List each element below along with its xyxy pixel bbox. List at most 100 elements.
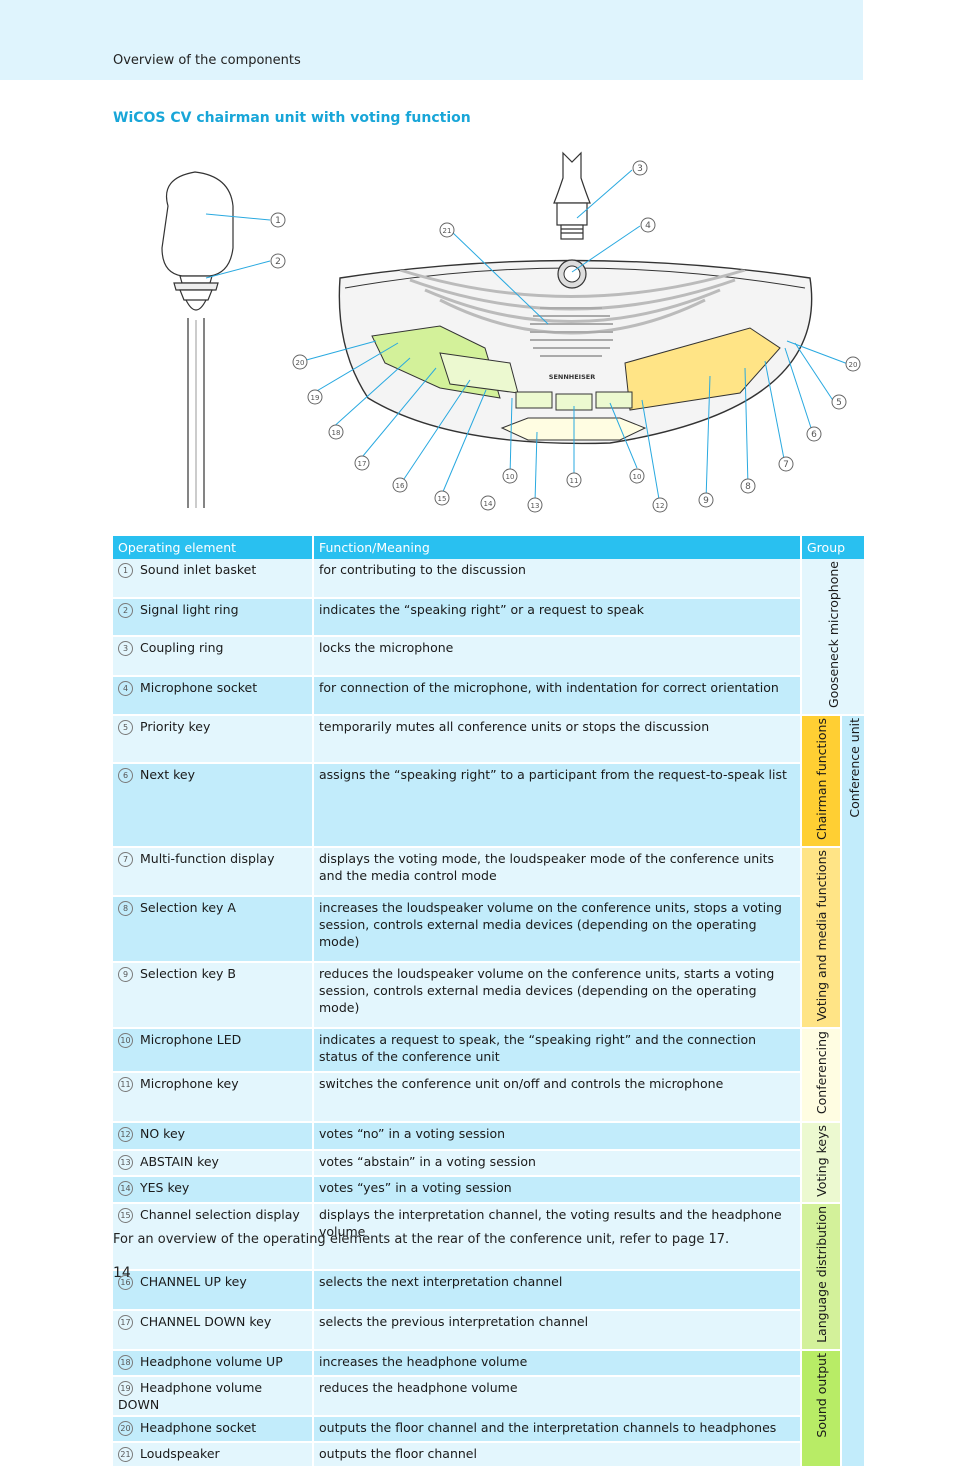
svg-text:9: 9	[703, 496, 709, 506]
item-number: 9	[118, 967, 133, 983]
callout-10a: 10	[502, 468, 518, 484]
item-number: 14	[118, 1181, 133, 1197]
svg-text:16: 16	[396, 482, 405, 490]
callout-numbers: 1 2 3 4 5 6 7 8 9 10 10 11 12 13 14 15 1…	[270, 160, 861, 513]
element-function: reduces the headphone volume	[313, 1376, 802, 1418]
gooseneck-microphone-drawing	[161, 171, 234, 508]
group-voting-keys: Voting keys	[801, 1121, 842, 1205]
item-number: 6	[118, 767, 133, 783]
svg-text:21: 21	[443, 227, 452, 235]
callout-3: 3	[632, 160, 648, 176]
callout-21: 21	[439, 222, 455, 238]
item-number: 18	[118, 1355, 133, 1371]
callout-20b: 20	[845, 356, 861, 372]
chairman-unit-drawing: SENNHEISER 1 2 3 4 5 6 7 8 9 10	[161, 151, 861, 513]
callout-19: 19	[307, 389, 323, 405]
svg-text:1: 1	[275, 216, 281, 226]
group-voting-and-media-functions: Voting and media functions	[801, 847, 842, 1030]
callout-13: 13	[527, 497, 543, 513]
callout-4: 4	[640, 217, 656, 233]
svg-text:4: 4	[645, 221, 651, 231]
element-name: ABSTAIN key	[140, 1153, 219, 1169]
callout-9: 9	[698, 492, 714, 508]
element-function: increases the headphone volume	[313, 1350, 802, 1378]
table-header-row: Operating element Function/Meaning Group	[113, 536, 866, 559]
header-operating-element: Operating element	[113, 536, 314, 559]
callout-10b: 10	[629, 468, 645, 484]
callout-1: 1	[270, 212, 286, 228]
element-name: Signal light ring	[140, 601, 239, 617]
item-number: 4	[118, 681, 133, 697]
element-name: Loudspeaker	[140, 1446, 220, 1462]
running-header: Overview of the components	[113, 53, 301, 68]
element-function: outputs the floor channel	[313, 1442, 802, 1468]
callout-18: 18	[328, 424, 344, 440]
element-function: selects the previous interpretation chan…	[313, 1310, 802, 1352]
element-function: indicates the “speaking right” or a requ…	[313, 597, 802, 638]
svg-text:10: 10	[506, 473, 515, 481]
callout-8: 8	[740, 478, 756, 494]
callout-11: 11	[566, 472, 582, 488]
svg-text:11: 11	[570, 477, 579, 485]
element-name: NO key	[140, 1125, 186, 1141]
svg-text:8: 8	[745, 482, 751, 492]
svg-text:14: 14	[484, 500, 493, 508]
element-function: for contributing to the discussion	[313, 559, 802, 599]
element-function: votes “abstain” in a voting session	[313, 1149, 802, 1178]
svg-text:17: 17	[358, 460, 367, 468]
element-function: votes “yes” in a voting session	[313, 1176, 802, 1205]
callout-20a: 20	[292, 354, 308, 370]
item-number: 3	[118, 641, 133, 657]
element-function: indicates a request to speak, the “speak…	[313, 1028, 802, 1073]
item-number: 11	[118, 1076, 133, 1092]
svg-text:3: 3	[637, 164, 643, 174]
element-function: selects the next interpretation channel	[313, 1270, 802, 1312]
page-number: 14	[113, 1265, 131, 1281]
callout-15: 15	[434, 490, 450, 506]
svg-text:6: 6	[811, 430, 817, 440]
element-function: outputs the floor channel and the interp…	[313, 1416, 802, 1444]
svg-text:5: 5	[836, 398, 842, 408]
svg-text:19: 19	[311, 394, 320, 402]
operating-elements-table: Operating element Function/Meaning Group…	[113, 536, 866, 1468]
svg-text:7: 7	[783, 460, 789, 470]
group-language-distribution: Language distribution	[801, 1203, 842, 1352]
callout-2: 2	[270, 253, 286, 269]
callout-14: 14	[480, 495, 496, 511]
callout-12: 12	[652, 497, 668, 513]
leader-lines	[205, 169, 849, 506]
element-name: Headphone volume DOWN	[118, 1380, 263, 1413]
brand-label: SENNHEISER	[549, 373, 595, 381]
element-name: Multi-function display	[140, 851, 275, 867]
callout-16: 16	[392, 477, 408, 493]
group-conferencing: Conferencing	[801, 1028, 842, 1123]
group-gooseneck-microphone: Gooseneck microphone	[801, 559, 866, 717]
element-function: votes “no” in a voting session	[313, 1121, 802, 1151]
item-number: 2	[118, 602, 133, 618]
microphone-plug-drawing	[553, 151, 591, 240]
conference-unit-body: SENNHEISER	[338, 259, 813, 445]
element-function: assigns the “speaking right” to a partic…	[313, 762, 802, 849]
element-function: displays the interpretation channel, the…	[313, 1203, 802, 1272]
element-name: Headphone socket	[140, 1420, 257, 1436]
group-conference-unit: Conference unit	[841, 715, 866, 1468]
element-function: increases the loudspeaker volume on the …	[313, 895, 802, 964]
header-function: Function/Meaning	[313, 536, 802, 559]
element-name: Microphone LED	[140, 1032, 242, 1048]
loudspeaker-grille-drawing	[530, 307, 613, 357]
element-name: CHANNEL DOWN key	[140, 1314, 272, 1330]
svg-text:2: 2	[275, 257, 281, 267]
element-name: Priority key	[140, 719, 211, 735]
svg-text:15: 15	[438, 495, 447, 503]
